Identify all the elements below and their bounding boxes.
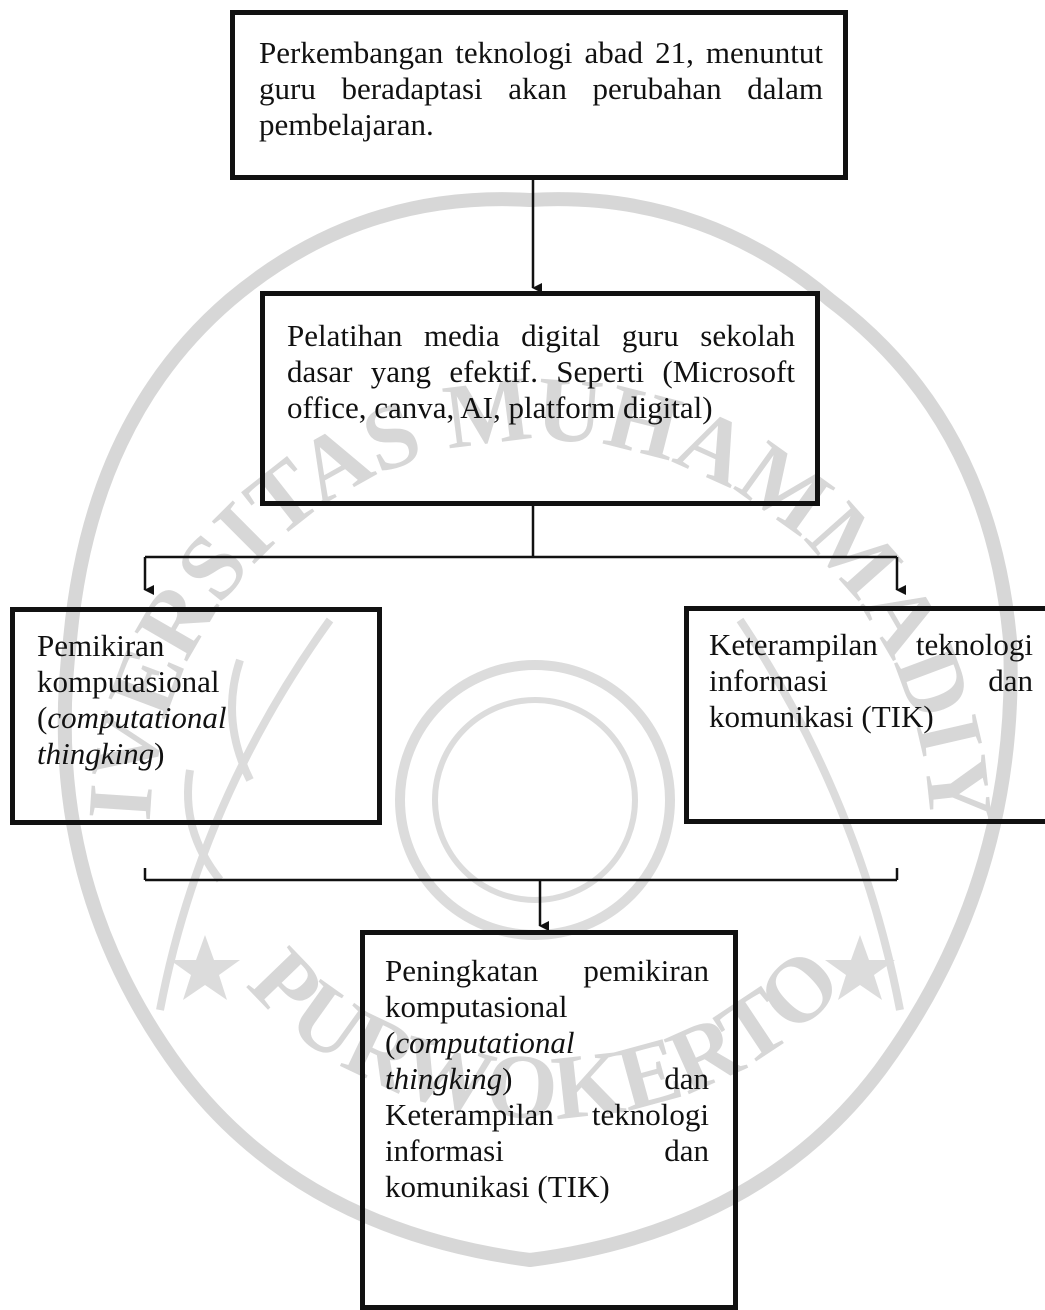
right-box-line1-b: teknologi (915, 627, 1033, 662)
bottom-box-italic-word2: thingking (385, 1061, 503, 1096)
right-box: Keterampilan teknologi informasi dan kom… (684, 606, 1045, 824)
watermark-laurel-right (736, 617, 904, 1011)
left-box-line1: Pemikiran (37, 628, 165, 663)
bottom-box-line4-b: dan (664, 1061, 709, 1096)
right-box-line1-a: Keterampilan (709, 627, 878, 662)
top-box: Perkembangan teknologi abad 21, menuntut… (230, 10, 848, 180)
bottom-box-line5-b: teknologi (591, 1097, 709, 1132)
left-box-italic-word2: thingking (37, 736, 155, 771)
bottom-box-line7: komunikasi (TIK) (385, 1169, 610, 1204)
middle-box-text: Pelatihan media digital guru sekolah das… (287, 318, 795, 425)
right-box-line2: informasi dan (709, 663, 1033, 699)
left-box-paren-open: ( (37, 700, 48, 735)
bottom-box-line1-b: pemikiran (583, 953, 709, 988)
left-box: Pemikiran komputasional (computational t… (10, 607, 382, 825)
bottom-box-line2: komputasional (385, 989, 568, 1024)
right-box-line1: Keterampilan teknologi (709, 627, 1033, 663)
top-box-text: Perkembangan teknologi abad 21, menuntut… (259, 35, 823, 142)
left-box-italic-word1: computational (47, 700, 227, 735)
bottom-box-paren-close: ) (502, 1061, 513, 1096)
watermark-sun-rays (395, 660, 675, 940)
left-box-text: Pemikiran komputasional (computational t… (37, 628, 367, 772)
bottom-box-line3: (computational (385, 1025, 709, 1061)
bottom-box-line6-b: dan (664, 1133, 709, 1168)
right-box-line3: komunikasi (TIK) (709, 699, 934, 734)
bottom-box-line1: Peningkatan pemikiran (385, 953, 709, 989)
middle-box: Pelatihan media digital guru sekolah das… (260, 291, 820, 506)
bottom-box-line5: Keterampilan teknologi (385, 1097, 709, 1133)
right-box-line2-b: dan (988, 663, 1033, 698)
bottom-box-paren-open: ( (385, 1025, 396, 1060)
bottom-box-line5-a: Keterampilan (385, 1097, 554, 1132)
bottom-box-line6: informasi dan (385, 1133, 709, 1169)
bottom-box-line4: thingking) dan (385, 1061, 709, 1097)
left-box-paren-close: ) (154, 736, 165, 771)
watermark-laurel-left (156, 617, 334, 1011)
bottom-box-line6-a: informasi (385, 1133, 504, 1168)
left-box-line2: komputasional (37, 664, 220, 699)
watermark-stars (170, 935, 895, 1000)
right-box-line2-a: informasi (709, 663, 828, 698)
bottom-box-italic-word1: computational (395, 1025, 575, 1060)
bottom-box-line1-a: Peningkatan (385, 953, 539, 988)
bottom-box: Peningkatan pemikiran komputasional (com… (360, 930, 738, 1310)
